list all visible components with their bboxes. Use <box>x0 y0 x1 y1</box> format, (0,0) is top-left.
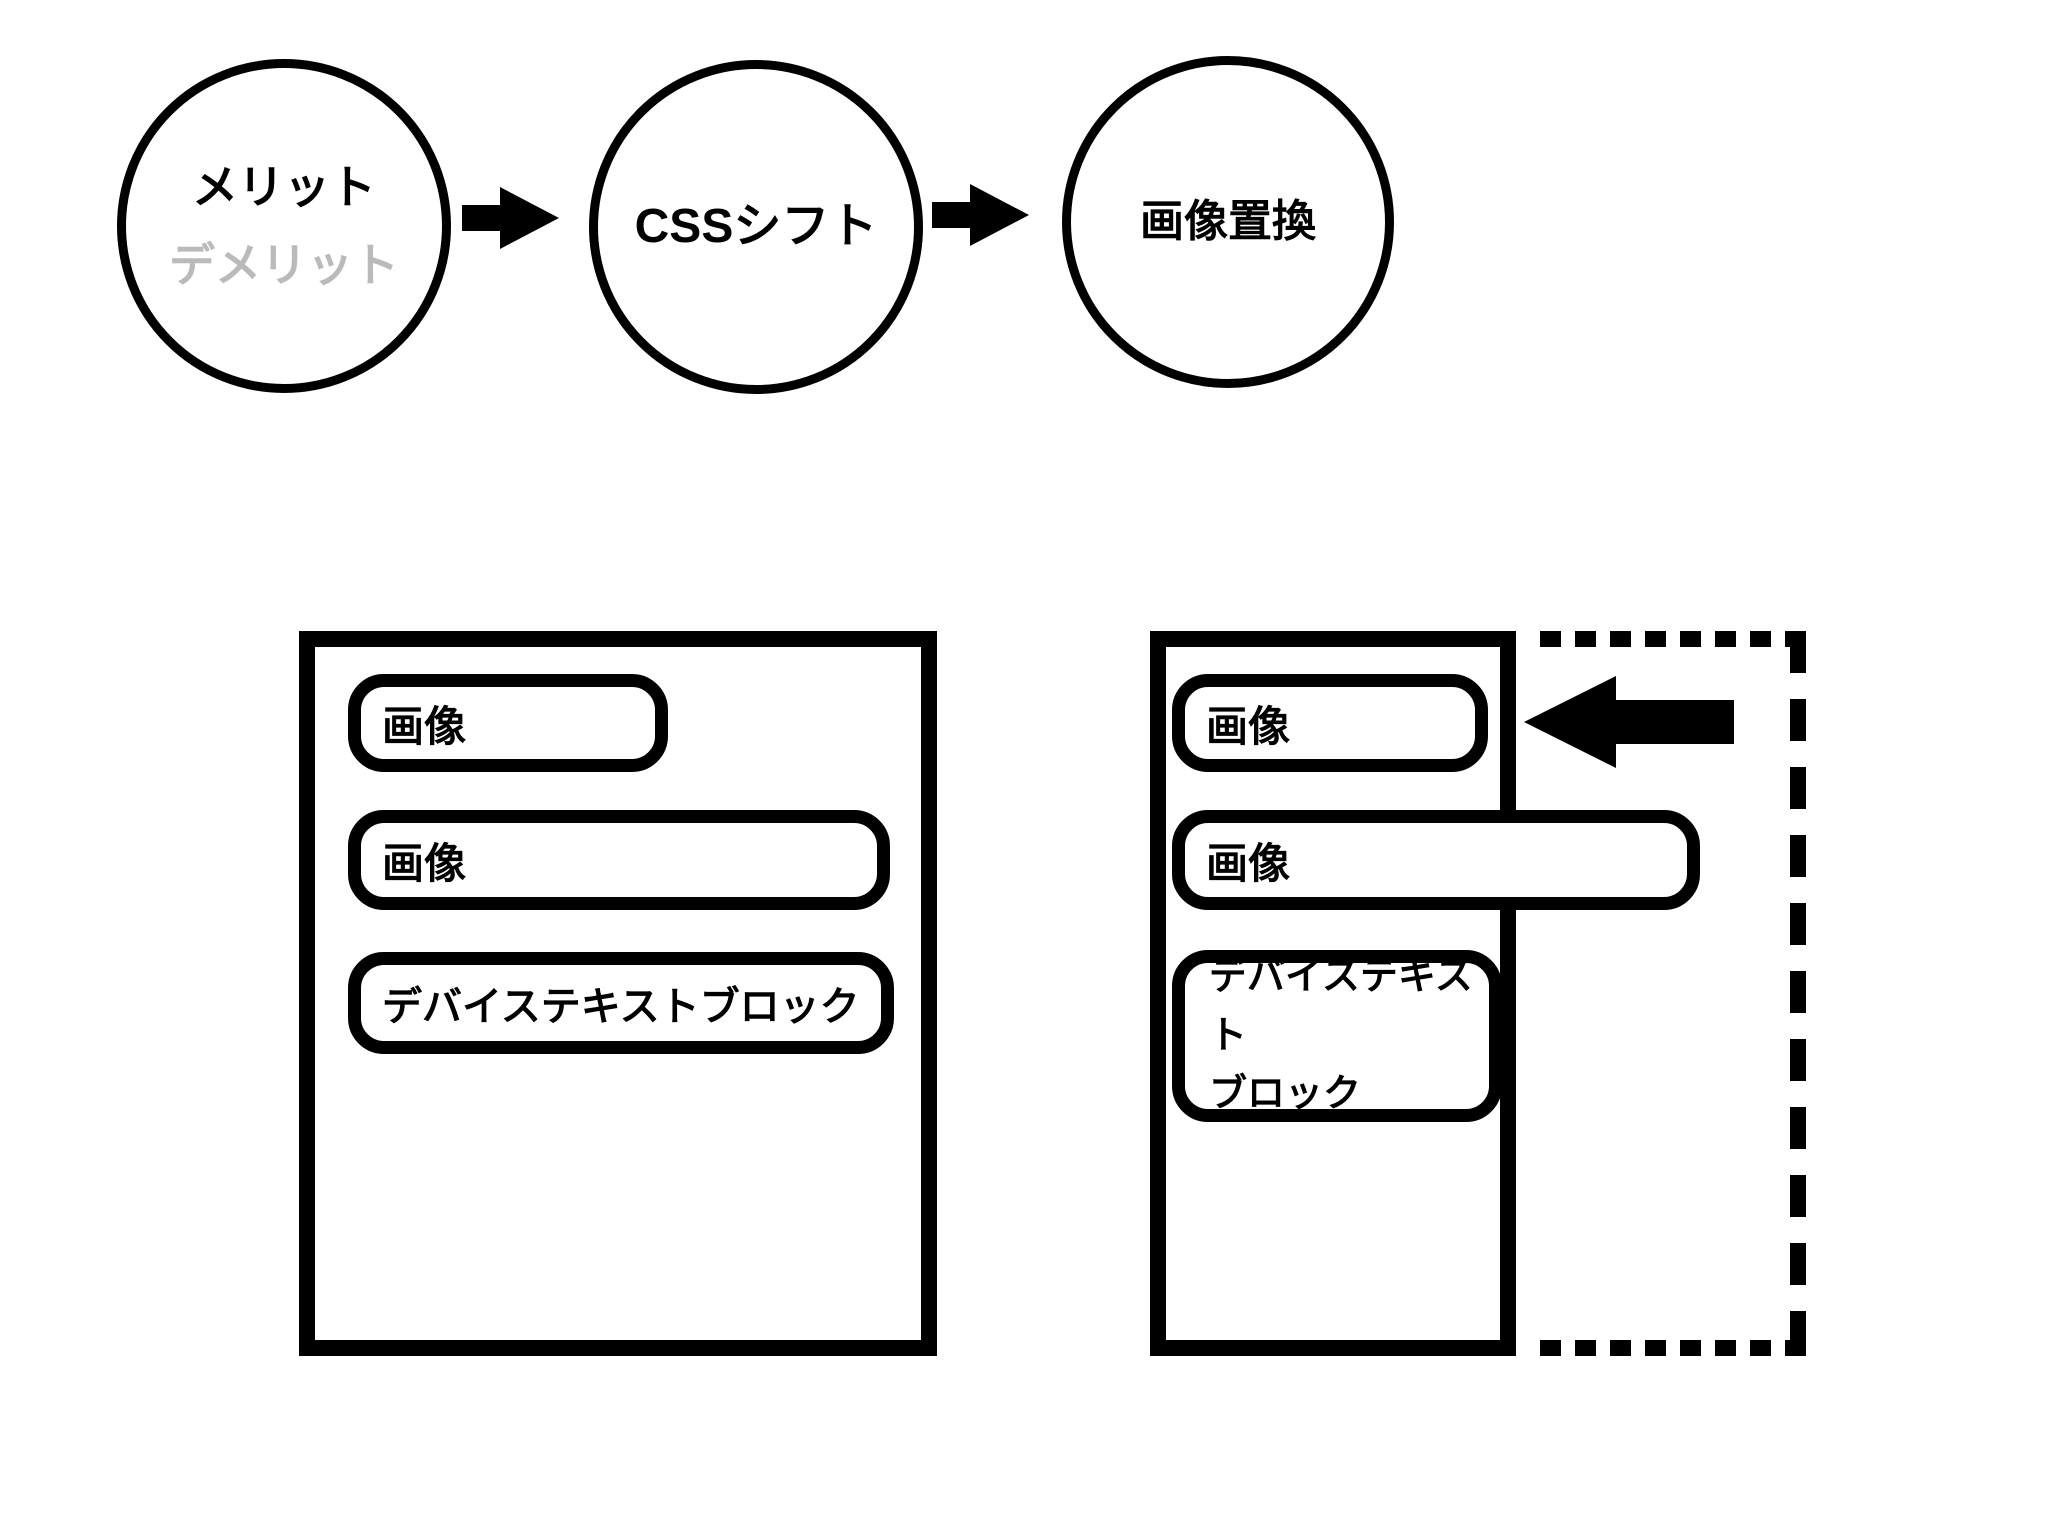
flow-step-image-replace-circle: 画像置換 <box>1062 56 1394 388</box>
before-image-block-2-label: 画像 <box>382 839 467 887</box>
after-image-block-2-overflowing: 画像 <box>1172 810 1700 910</box>
ghost-area-dashed-border-bottom <box>1540 1340 1806 1356</box>
before-device-text-block-label: デバイステキストブロック <box>382 985 860 1029</box>
before-device-text-block: デバイステキストブロック <box>348 952 894 1054</box>
before-image-block-2: 画像 <box>348 810 890 910</box>
after-image-block-1-label: 画像 <box>1206 702 1291 750</box>
flow-step-css-shift-title: CSSシフト <box>634 200 878 254</box>
arrow-right-icon <box>462 187 559 249</box>
after-device-text-block-line-2: ブロック <box>1209 1073 1362 1116</box>
after-image-block-1: 画像 <box>1172 674 1488 772</box>
after-device-text-block-line-1: デバイステキスト <box>1209 955 1473 1057</box>
ghost-area-dashed-border-top <box>1540 631 1806 647</box>
arrow-left-icon <box>1524 676 1734 768</box>
flow-step-merit-circle: メリット デメリット <box>117 59 451 393</box>
after-image-block-2-label: 画像 <box>1206 839 1291 887</box>
before-image-block-1-label: 画像 <box>382 702 467 750</box>
flow-step-demerit-subtitle: デメリット <box>169 239 399 291</box>
flow-step-merit-title: メリット <box>192 160 376 213</box>
after-device-text-block: デバイステキスト ブロック <box>1172 950 1502 1122</box>
flow-step-image-replace-title: 画像置換 <box>1140 196 1316 246</box>
arrow-right-icon <box>932 184 1029 246</box>
ghost-area-dashed-border-right <box>1790 631 1806 1356</box>
flow-step-css-shift-circle: CSSシフト <box>589 60 923 394</box>
before-image-block-1: 画像 <box>348 674 668 772</box>
